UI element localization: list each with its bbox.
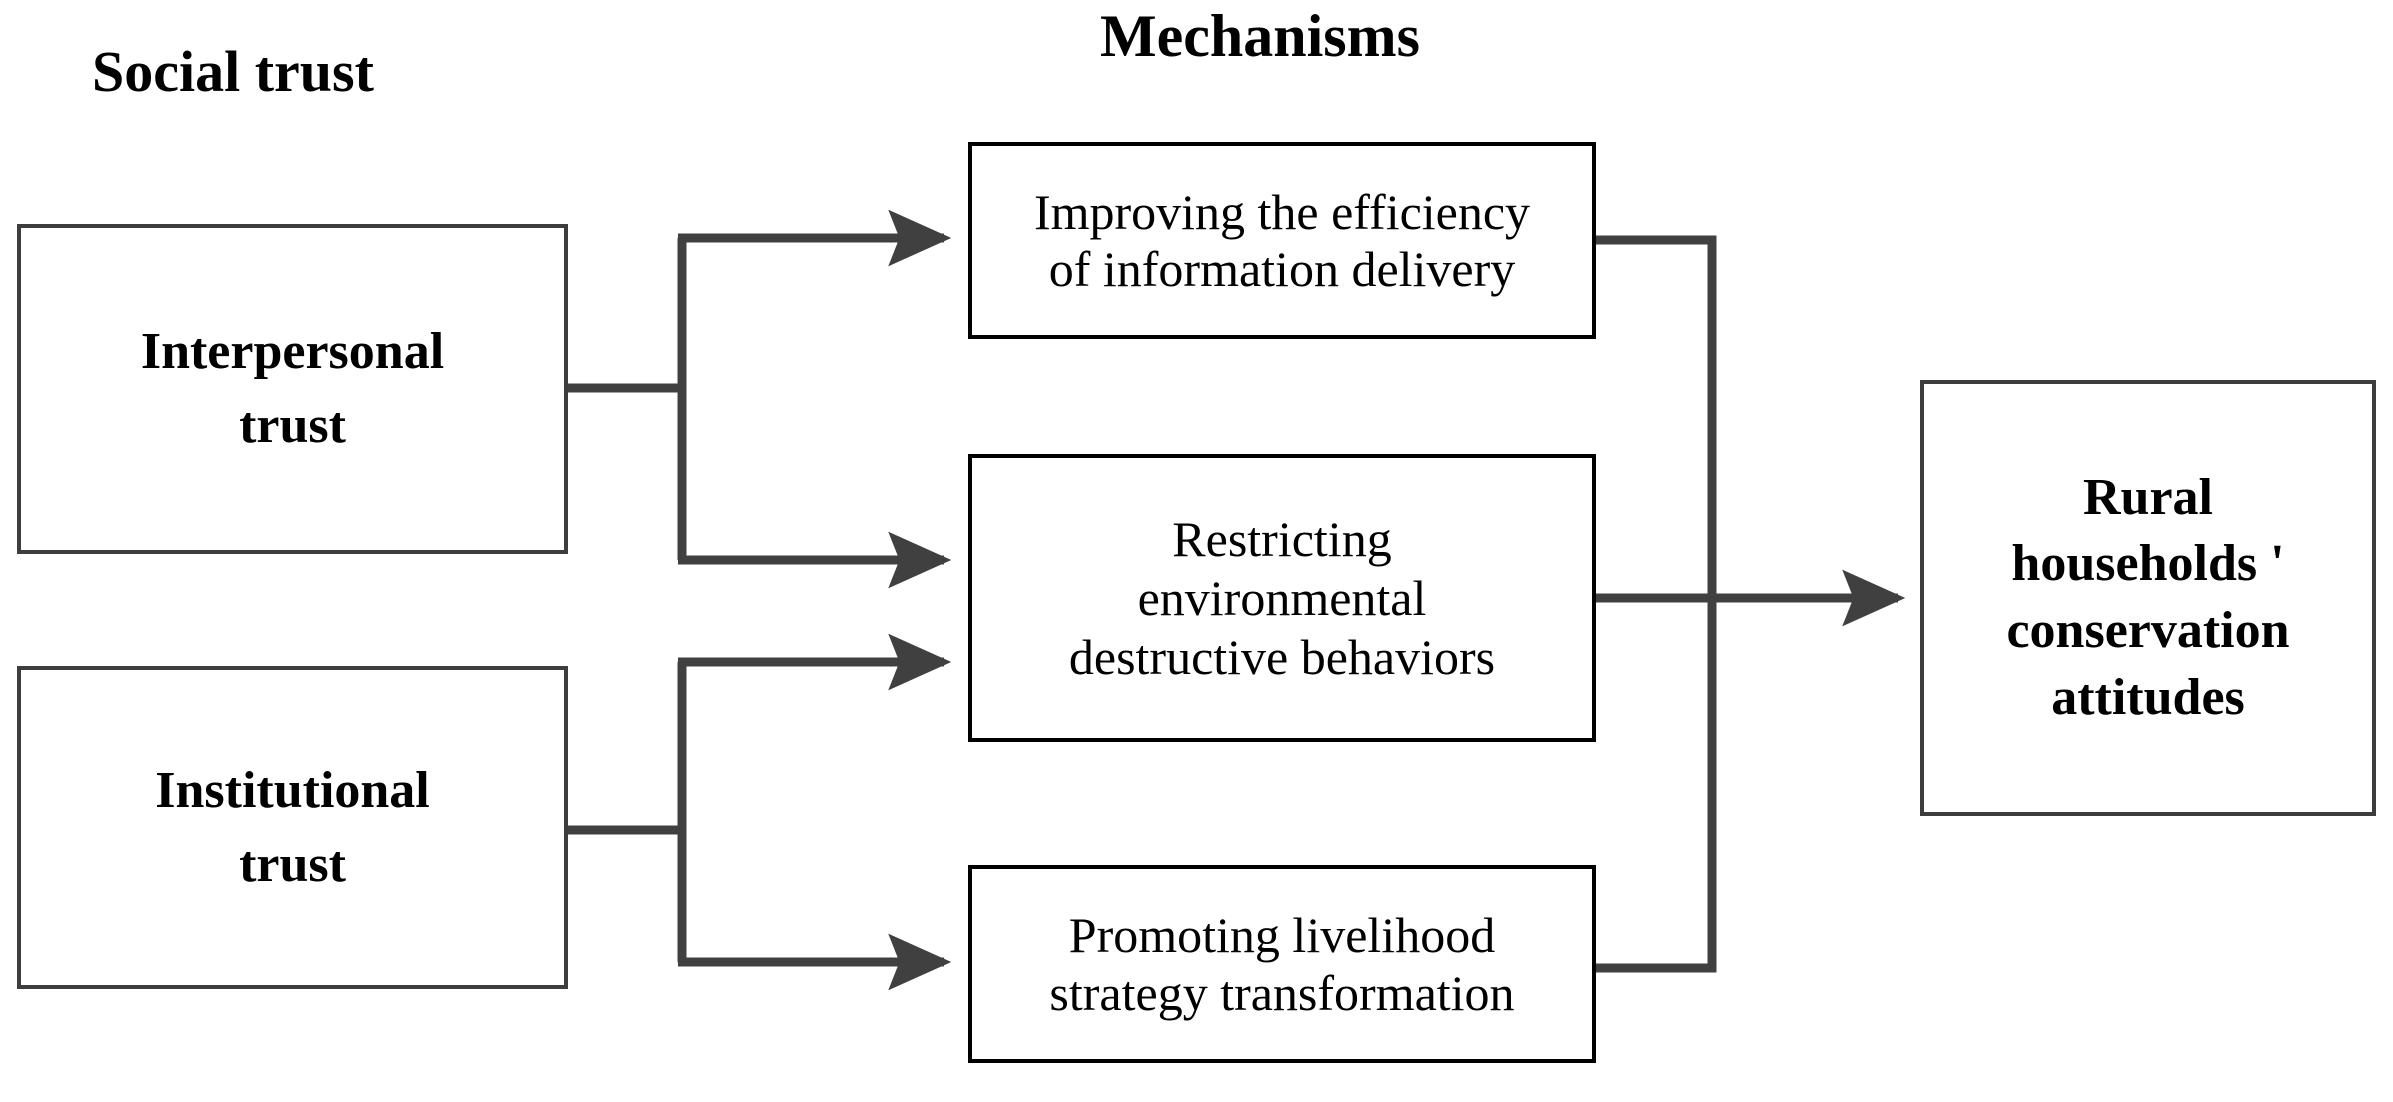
node-mechanism-restricting-destructive-behaviors[interactable]: Restricting environmental destructive be… [968,454,1596,742]
node-mechanism-2-label: Restricting environmental destructive be… [1068,510,1496,685]
node-outcome-label: Rural households ' conservation attitude… [2006,468,2290,726]
node-interpersonal-trust-label: Interpersonal trust [140,323,445,454]
node-mechanism-livelihood-transformation[interactable]: Promoting livelihood strategy transforma… [968,865,1596,1063]
node-interpersonal-trust[interactable]: Interpersonal trust [17,224,568,554]
group-title-mechanisms: Mechanisms [1100,3,1420,69]
node-institutional-trust[interactable]: Institutional trust [17,666,568,989]
edge-mechanism-1-to-outcome [1596,235,1717,598]
group-title-social-trust: Social trust [92,39,374,104]
node-mechanism-information-delivery[interactable]: Improving the efficiency of information … [968,142,1596,339]
node-outcome-conservation-attitudes[interactable]: Rural households ' conservation attitude… [1920,380,2376,816]
node-mechanism-1-label: Improving the efficiency of information … [1033,183,1531,297]
node-institutional-trust-label: Institutional trust [155,761,430,893]
node-mechanism-3-label: Promoting livelihood strategy transforma… [1049,907,1515,1021]
edge-mechanism-3-to-outcome [1596,598,1717,973]
